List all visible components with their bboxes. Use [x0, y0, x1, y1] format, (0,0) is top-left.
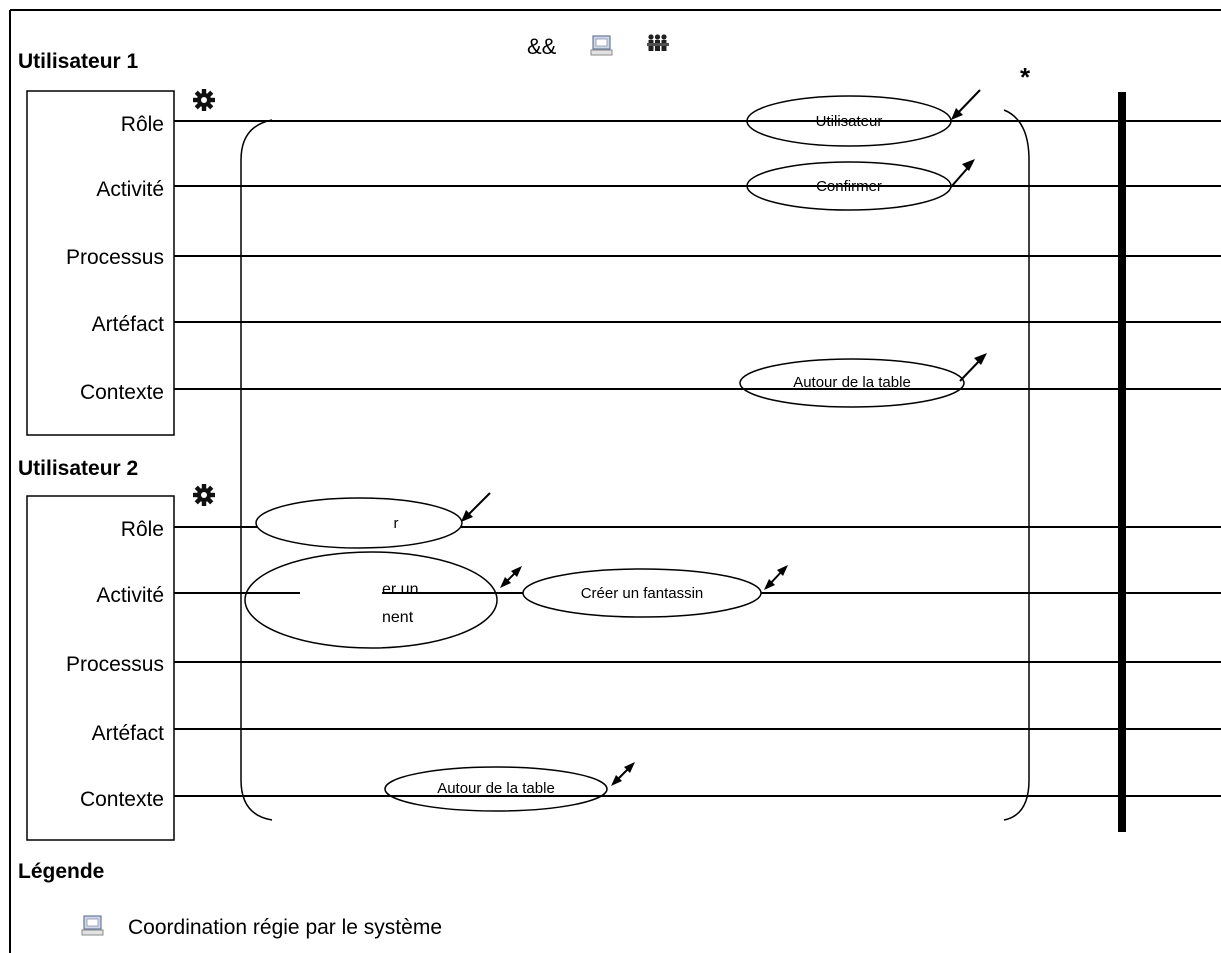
- user-2-context-ellipse: [384, 766, 608, 812]
- gear-icon: [193, 484, 215, 506]
- computer-icon: [81, 915, 104, 936]
- arrow-activity-2a-head: [511, 566, 522, 577]
- user-2-activity-ellipse-2: [522, 568, 762, 618]
- user-1-facet-process: Processus: [66, 246, 164, 269]
- user-2-activity-ellipse-1-line1: er un: [382, 581, 418, 598]
- arrow-activity-2b-tail-head: [764, 579, 775, 590]
- activity-ellipse-1-mask: [300, 575, 382, 631]
- left-bracket: [240, 119, 273, 821]
- user-1-role-ellipse-label: Utilisateur: [816, 113, 883, 130]
- user-1-facet-context: Contexte: [80, 381, 164, 404]
- user-1-facet-artefact: Artéfact: [92, 313, 165, 336]
- user-1-facet-activity: Activité: [96, 178, 164, 201]
- user-1-activity-ellipse-label: Confirmer: [816, 178, 882, 195]
- arrow-context-2-tail-head: [611, 775, 622, 786]
- arrow-activity-2a-tail-head: [500, 577, 511, 588]
- right-bracket: [1003, 109, 1030, 821]
- user-2-facet-process: Processus: [66, 653, 164, 676]
- user-2-activity-ellipse-1-line2: nent: [382, 609, 414, 626]
- user-2-facet-box: [26, 495, 175, 841]
- user-1-title: Utilisateur 1: [18, 50, 139, 73]
- user-2-facet-artefact: Artéfact: [92, 722, 165, 745]
- arrow-context-2-head: [624, 762, 635, 773]
- user-2-activity-ellipse-1: [244, 551, 498, 649]
- user-2-title: Utilisateur 2: [18, 457, 138, 480]
- user-1-facet-role: Rôle: [121, 113, 164, 136]
- user-2-role-ellipse: [255, 497, 463, 549]
- user-2-facet-context: Contexte: [80, 788, 164, 811]
- star-mark: *: [1020, 62, 1031, 92]
- arrow-role-2-head: [461, 510, 473, 522]
- user-2-context-ellipse-label: Autour de la table: [437, 780, 555, 797]
- coordination-symbol: &&: [527, 34, 557, 59]
- arrow-activity-1-head: [962, 159, 975, 171]
- legend-item-label: Coordination régie par le système: [128, 916, 442, 939]
- user-2-facet-activity: Activité: [96, 584, 164, 607]
- legend-title: Légende: [18, 860, 104, 883]
- arrow-role-1-head: [951, 108, 963, 120]
- user-1-role-ellipse: [746, 95, 952, 147]
- user-2-facet-role: Rôle: [121, 518, 164, 541]
- user-1-facet-box: [26, 90, 175, 436]
- user-1-context-ellipse: [739, 358, 965, 408]
- user-2-activity-ellipse-2-label: Créer un fantassin: [581, 585, 704, 602]
- gear-icon: [193, 89, 215, 111]
- group-of-people-icon: [647, 34, 669, 51]
- arrow-activity-2b-head: [777, 565, 788, 576]
- user-2-role-ellipse-label: r: [394, 515, 399, 532]
- computer-icon: [590, 35, 613, 56]
- arrow-context-1-head: [974, 353, 987, 365]
- user-1-context-ellipse-label: Autour de la table: [793, 374, 911, 391]
